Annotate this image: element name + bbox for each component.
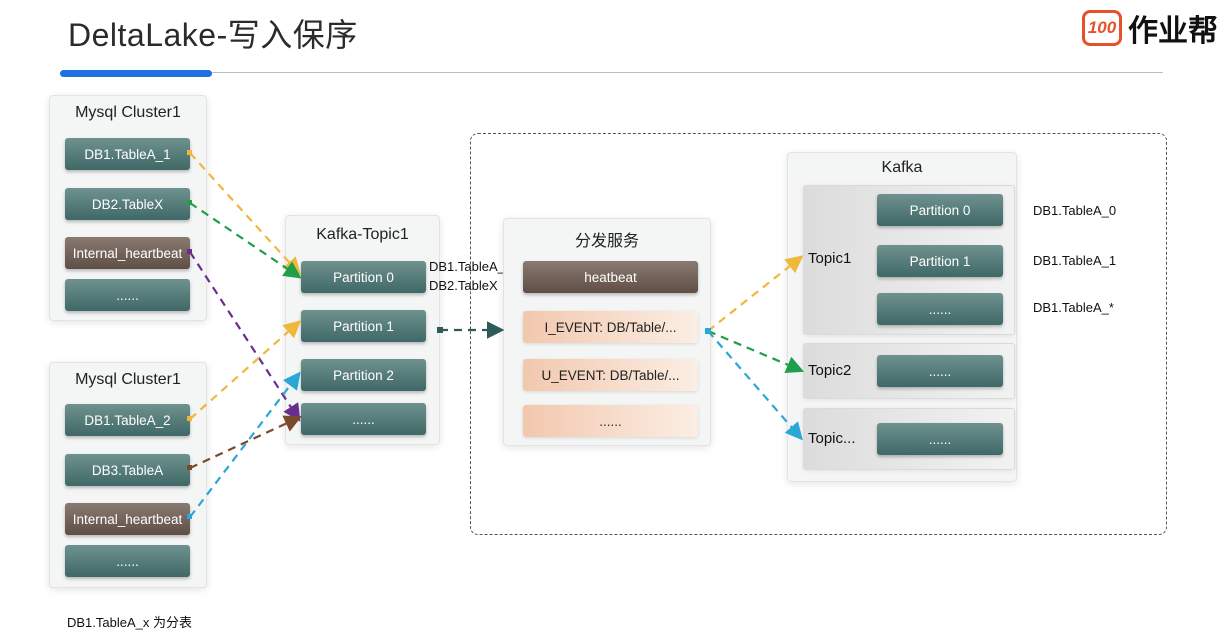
topic1-partition-1: Partition 1 [301,310,426,342]
logo-text: 作业帮 [1128,15,1218,48]
header-accent-bar [60,70,212,77]
kafka-topic1-title: Kafka-Topic1 [316,226,409,243]
dispatch-item-more: ...... [523,405,698,437]
page-title: DeltaLake-写入保序 [68,17,358,53]
partition0-label-0: DB1.TableA_0 [429,259,513,274]
mysql-bottom-item-1: DB3.TableA [65,454,190,486]
header-divider [60,72,1163,73]
kafka-title: Kafka [881,159,923,176]
mysql-bottom-item-0: DB1.TableA_2 [65,404,190,436]
kafka-side-label-2: DB1.TableA_* [1033,300,1114,315]
topic1-partition-2: Partition 2 [301,359,426,391]
arrow-ievent-to-topic2 [707,329,805,373]
kafka-panel: Kafka Topic1 Partition 0 Partition 1 ...… [787,152,1017,482]
dashed-boundary [470,133,1167,535]
kafka-topic2-partition-0: ...... [877,355,1003,387]
kafka-topic1-partition-1: Partition 1 [877,245,1003,277]
arrow-ievent-to-topicn [707,330,803,441]
mysql-top-item-0: DB1.TableA_1 [65,138,190,170]
kafka-topic2-group: Topic2 ...... [803,343,1015,399]
topic1-partition-3: ...... [301,403,426,435]
dispatch-item-heartbeat: heatbeat [523,261,698,293]
logo-badge-icon: 100 [1082,10,1122,46]
kafka-topic1-group: Topic1 Partition 0 Partition 1 ...... [803,185,1015,335]
kafka-topicn-label: Topic... [808,430,856,447]
arrow-ievent-to-topic1 [707,255,804,332]
mysql-cluster-bottom: Mysql Cluster1 DB1.TableA_2 DB3.TableA I… [49,362,207,588]
arrow-tablex-to-p0 [189,202,302,279]
mysql-top-item-2: Internal_heartbeat [65,237,190,269]
mysql-cluster-top: Mysql Cluster1 DB1.TableA_1 DB2.TableX I… [49,95,207,321]
kafka-side-label-0: DB1.TableA_0 [1033,203,1117,218]
brand-logo: 100 作业帮 [1082,6,1218,50]
kafka-topic1-label: Topic1 [808,250,852,267]
mysql-bottom-item-2: Internal_heartbeat [65,503,190,535]
kafka-topic1-partition-0: Partition 0 [877,194,1003,226]
dispatch-service-panel: 分发服务 heatbeat I_EVENT: DB/Table/... U_EV… [503,218,711,446]
footnote: DB1.TableA_x 为分表 [67,615,192,630]
mysql-bottom-item-3: ...... [65,545,190,577]
kafka-topic1-panel: Kafka-Topic1 Partition 0 Partition 1 Par… [285,215,440,445]
kafka-topicn-partition-0: ...... [877,423,1003,455]
arrow-db3-to-pmore [189,415,302,469]
mysql-top-item-1: DB2.TableX [65,188,190,220]
arrow-heartbeat-to-pmore [189,251,301,422]
kafka-topicn-group: Topic... ...... [803,408,1015,470]
arrow-heartbeat2-to-p2 [189,371,301,518]
dispatch-item-u-event: U_EVENT: DB/Table/... [523,359,698,391]
partition0-label-1: DB2.TableX [429,278,498,293]
arrow-tablea2-to-p1 [189,320,302,420]
mysql-cluster-top-title: Mysql Cluster1 [75,104,181,121]
kafka-topic2-label: Topic2 [808,362,852,379]
mysql-top-item-3: ...... [65,279,190,311]
topic1-partition-0: Partition 0 [301,261,426,293]
dispatch-service-title: 分发服务 [574,233,639,250]
arrow-tablea1-to-p0 [189,152,301,276]
kafka-side-label-1: DB1.TableA_1 [1033,253,1117,268]
dispatch-item-i-event: I_EVENT: DB/Table/... [523,311,698,343]
kafka-topic1-partition-2: ...... [877,293,1003,325]
mysql-cluster-bottom-title: Mysql Cluster1 [75,371,181,388]
